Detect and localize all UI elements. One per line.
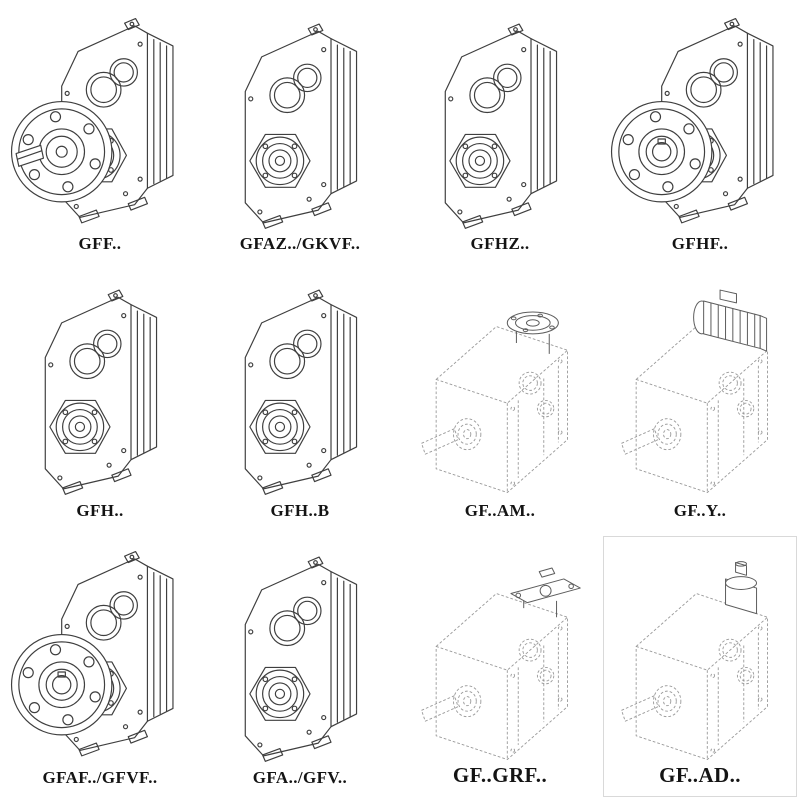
model-label: GFAZ../GKVF.. bbox=[239, 234, 361, 253]
catalog-item-gfaf-gfvf: GFAF../GFVF.. bbox=[0, 533, 200, 800]
gearbox-housing-drawing-icon bbox=[204, 4, 396, 232]
model-label: GFH..B bbox=[270, 501, 330, 520]
model-label: GFHZ.. bbox=[470, 234, 530, 253]
gearbox-housing-drawing-icon bbox=[404, 4, 596, 232]
gearbox-housing-drawing-icon bbox=[4, 270, 196, 498]
catalog-item-gf-ad: GF..AD.. bbox=[600, 533, 800, 800]
catalog-item-gf-am: GF..AM.. bbox=[400, 266, 600, 533]
gearbox-phantom-input-adapter-drawing-icon bbox=[604, 537, 796, 765]
gearbox-flange-drawing-icon bbox=[604, 4, 796, 232]
model-label: GF..GRF.. bbox=[452, 763, 548, 787]
gearbox-housing-drawing-icon bbox=[204, 537, 396, 765]
catalog-item-gf-y: GF..Y.. bbox=[600, 266, 800, 533]
catalog-item-gfhf: GFHF.. bbox=[600, 0, 800, 266]
model-label: GFAF../GFVF.. bbox=[42, 768, 158, 787]
catalog-item-gfh-b: GFH..B bbox=[200, 266, 400, 533]
model-label: GF..AD.. bbox=[659, 763, 741, 787]
gearbox-flange-drawing-icon bbox=[4, 537, 196, 765]
model-label: GFF.. bbox=[78, 234, 122, 253]
gearbox-phantom-top-plate-drawing-icon bbox=[404, 537, 596, 765]
model-label: GFH.. bbox=[76, 501, 124, 520]
catalog-item-gff: GFF.. bbox=[0, 0, 200, 266]
catalog-item-gfhz: GFHZ.. bbox=[400, 0, 600, 266]
catalog-item-gfa-gfv: GFA../GFV.. bbox=[200, 533, 400, 800]
catalog-item-gfh: GFH.. bbox=[0, 266, 200, 533]
model-label: GF..AM.. bbox=[464, 501, 536, 520]
model-label: GFA../GFV.. bbox=[252, 768, 348, 787]
catalog-item-gf-grf: GF..GRF.. bbox=[400, 533, 600, 800]
gearbox-housing-drawing-icon bbox=[204, 270, 396, 498]
gearbox-phantom-input-flange-drawing-icon bbox=[404, 270, 596, 498]
gearbox-phantom-motor-drawing-icon bbox=[604, 270, 796, 498]
gearbox-flange-shaft-drawing-icon bbox=[4, 4, 196, 232]
model-label: GF..Y.. bbox=[673, 501, 727, 520]
model-label: GFHF.. bbox=[671, 234, 729, 253]
catalog-item-gfaz-gkvf: GFAZ../GKVF.. bbox=[200, 0, 400, 266]
